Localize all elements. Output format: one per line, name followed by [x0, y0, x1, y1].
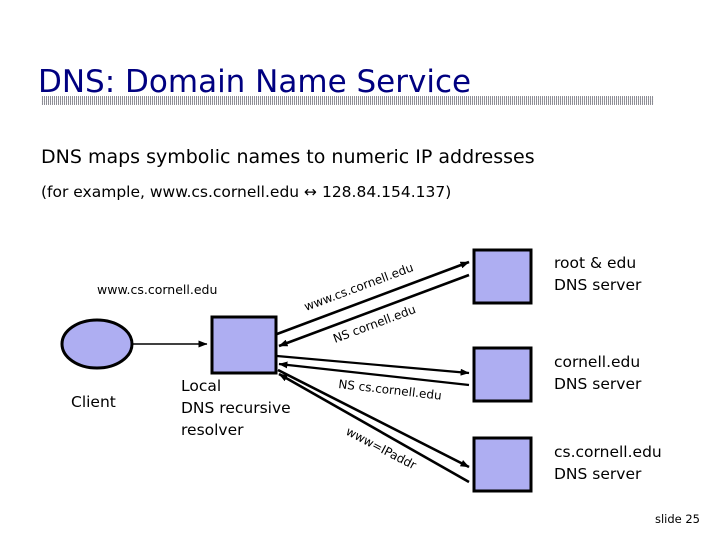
- cs-cornell-edu-server-label-line-2: DNS server: [554, 465, 642, 483]
- edge-reply-root: [278, 273, 470, 348]
- resolver-label-line-1: Local: [181, 377, 221, 395]
- edge-label-query-root: www.cs.cornell.edu: [302, 260, 415, 314]
- client-node[interactable]: [60, 318, 134, 370]
- root-edu-server-label-line-2: DNS server: [554, 276, 642, 294]
- edge-query-root: [276, 260, 470, 336]
- cs-cornell-edu-server-label-line-1: cs.cornell.edu: [554, 443, 662, 461]
- resolver-label-line-3: resolver: [181, 421, 244, 439]
- dns-resolution-diagram: Client www.cs.cornell.edu Local DNS recu…: [0, 230, 720, 510]
- edge-reply-cornell: [278, 361, 470, 387]
- cs-cornell-edu-server-node[interactable]: [472, 436, 533, 493]
- edge-reply-cs-cornell: [278, 372, 470, 484]
- page-title: DNS: Domain Name Service: [38, 63, 472, 100]
- cornell-edu-server-node[interactable]: [472, 346, 533, 403]
- resolver-label-line-2: DNS recursive: [181, 399, 291, 417]
- root-edu-server-label-line-1: root & edu: [554, 254, 636, 272]
- edge-query-cs-cornell: [277, 368, 470, 469]
- edge-label-client-request: www.cs.cornell.edu: [97, 282, 217, 297]
- body-text-example: (for example, www.cs.cornell.edu ↔ 128.8…: [41, 183, 452, 201]
- title-divider: [41, 96, 654, 105]
- body-text-primary: DNS maps symbolic names to numeric IP ad…: [41, 146, 535, 168]
- edge-query-cornell: [276, 354, 470, 376]
- cornell-edu-server-label-line-1: cornell.edu: [554, 353, 640, 371]
- cornell-edu-server-label-line-2: DNS server: [554, 375, 642, 393]
- slide-number: slide 25: [654, 512, 700, 526]
- local-resolver-node[interactable]: [210, 315, 278, 375]
- client-label: Client: [71, 393, 116, 411]
- root-edu-server-node[interactable]: [472, 248, 533, 305]
